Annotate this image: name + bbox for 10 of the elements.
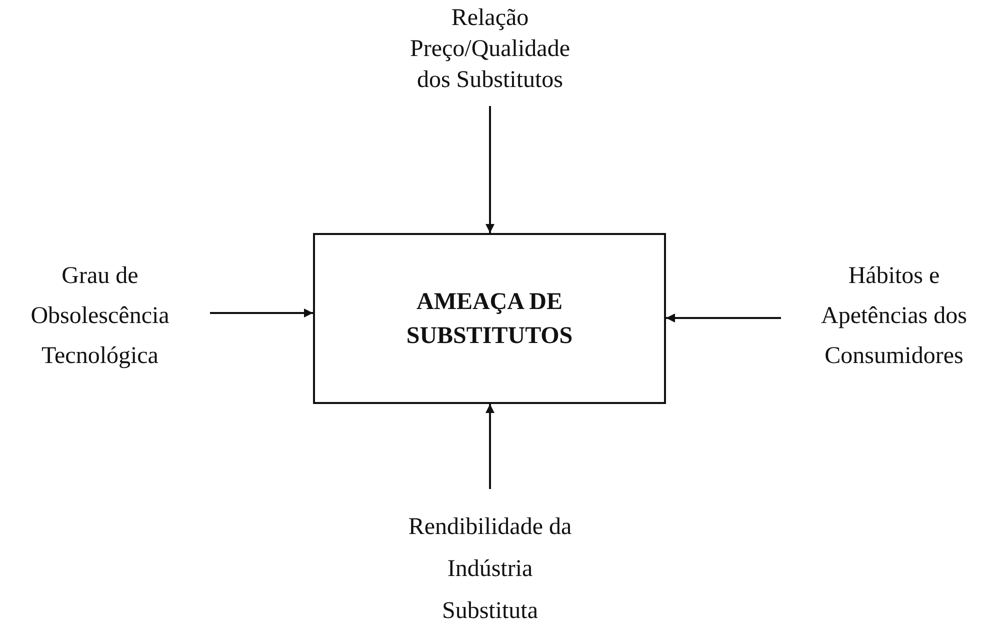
factor-text: Grau de Obsolescência Tecnológica [30,262,170,371]
process-box [313,233,666,404]
factor-text: Relação Preço/Qualidade dos Substitutos [409,4,571,94]
arrow [486,106,494,233]
arrow [666,314,781,322]
arrow [486,404,494,489]
box-title: AMEAÇA DE SUBSTITUTOS [405,288,574,350]
arrow [210,308,313,318]
factor-text: Hábitos e Apetências dos Consumidores [820,262,968,371]
factor-text: Rendibilidade da Indústria Substituta [407,513,573,626]
